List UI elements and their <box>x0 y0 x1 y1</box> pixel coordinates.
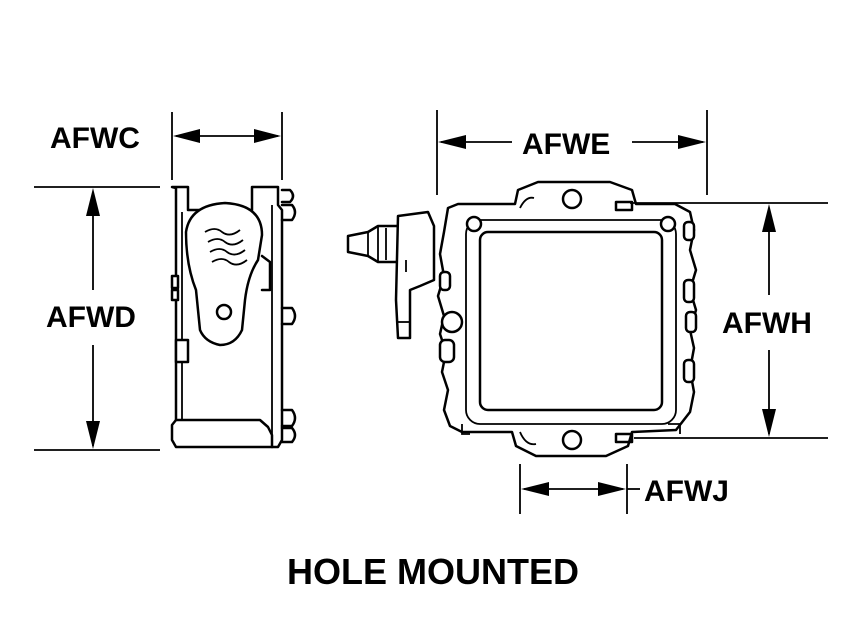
front-view-top-hole <box>561 188 583 210</box>
front-view-window <box>478 230 664 412</box>
afwh-dimension: AFWH <box>630 202 828 439</box>
afwc-dimension: AFWC <box>50 112 283 180</box>
front-view-bottom-hole <box>561 429 583 451</box>
afwd-dimension: AFWD <box>34 186 160 451</box>
side-view-lever <box>184 201 264 347</box>
front-view-shaft <box>346 224 400 264</box>
side-view <box>170 185 297 449</box>
afwj-label: AFWJ <box>644 475 729 508</box>
front-view-latch <box>394 210 436 340</box>
afwh-label: AFWH <box>722 307 812 340</box>
afwe-dimension: AFWE <box>436 110 708 195</box>
afwj-dimension: AFWJ <box>519 464 729 514</box>
afwe-label: AFWE <box>522 128 610 161</box>
afwc-label: AFWC <box>50 122 140 155</box>
front-view <box>346 180 698 458</box>
caption: HOLE MOUNTED <box>287 551 579 592</box>
afwd-label: AFWD <box>46 301 136 334</box>
